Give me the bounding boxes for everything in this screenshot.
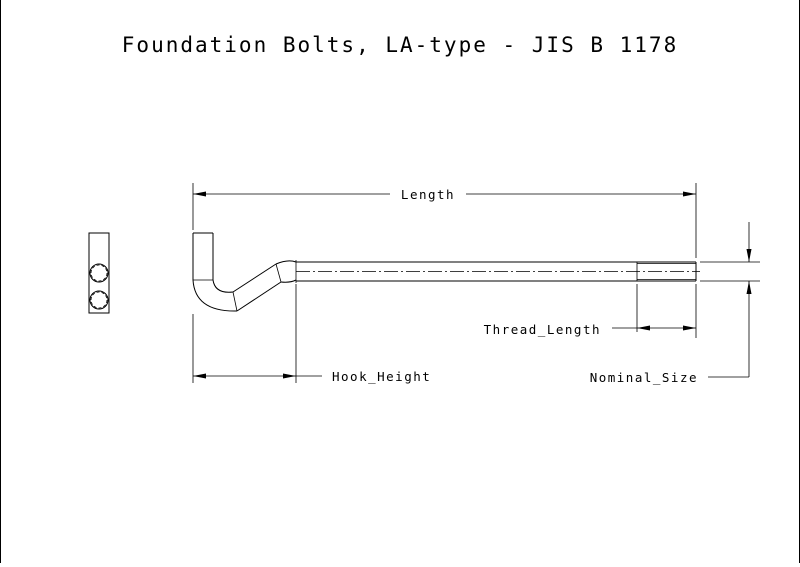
thread-length-label: Thread_Length xyxy=(484,322,601,337)
length-label: Length xyxy=(401,187,455,202)
hook-height-label: Hook_Height xyxy=(332,369,431,384)
drawing-title: Foundation Bolts, LA-type - JIS B 1178 xyxy=(122,33,678,57)
hook-height-dimension: Hook_Height xyxy=(192,284,431,384)
nominal-size-dimension: Nominal_Size xyxy=(590,222,760,385)
thread-length-dimension: Thread_Length xyxy=(484,284,697,338)
length-dimension: Length xyxy=(192,183,697,258)
nominal-size-label: Nominal_Size xyxy=(590,370,698,385)
side-view xyxy=(88,232,110,314)
bolt-front-view xyxy=(192,232,700,312)
